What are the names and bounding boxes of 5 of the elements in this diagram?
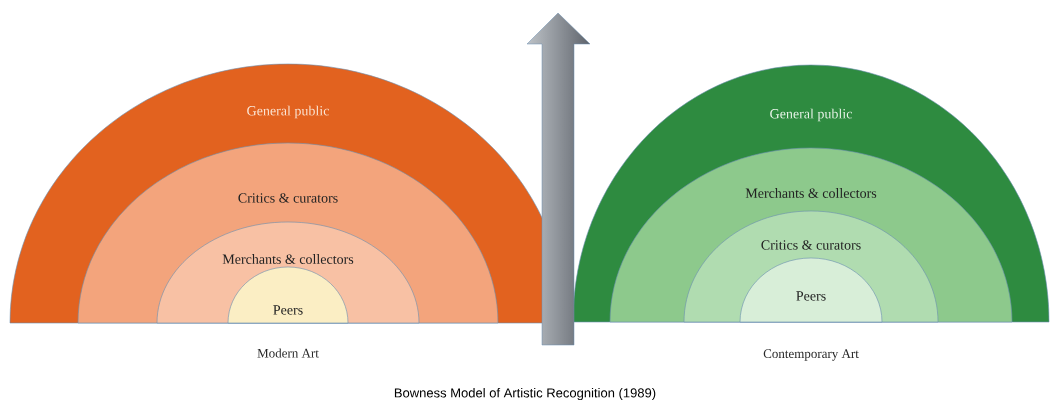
caption-label: Contemporary Art bbox=[763, 349, 859, 361]
semicircle-band: Peers bbox=[739, 257, 883, 323]
caption: Bowness Model of Artistic Recognition (1989) bbox=[394, 387, 656, 401]
caption-label: Modern Art bbox=[257, 348, 319, 358]
semicircle-band: Peers bbox=[227, 266, 349, 324]
